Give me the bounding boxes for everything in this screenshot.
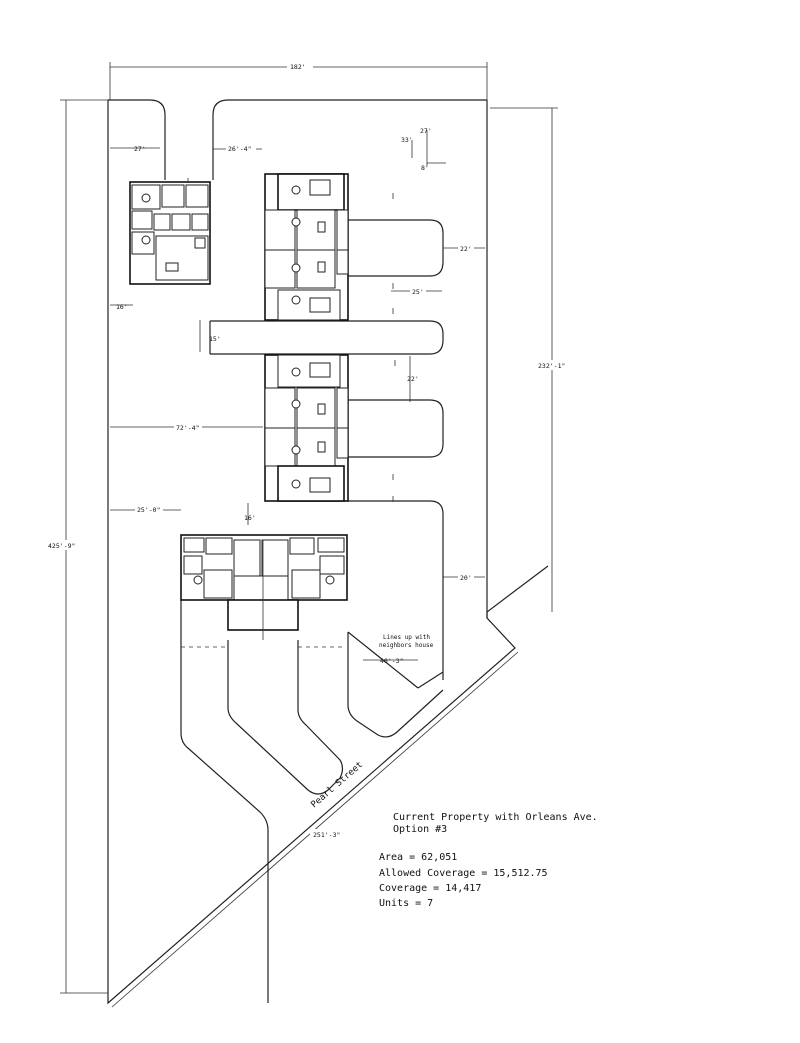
dim-25: 25' — [412, 288, 424, 296]
dim-72-4: 72'-4" — [176, 424, 199, 432]
driveway-outlines — [108, 99, 549, 1003]
dim-20: 20' — [460, 574, 472, 582]
dim-15: 15' — [209, 335, 221, 343]
dim-33: 33' — [401, 136, 413, 144]
area-stat: Area = 62,051 — [379, 852, 458, 863]
lower-duplex-building — [180, 534, 348, 640]
dim-27: 27' — [134, 145, 146, 153]
dim-front-width: 251'-3" — [313, 831, 340, 839]
dim-16b: 16' — [244, 514, 256, 522]
dim-22a: 22' — [460, 245, 472, 253]
dim-25-0: 25'-0" — [137, 506, 160, 514]
allowed-coverage-stat: Allowed Coverage = 15,512.75 — [379, 868, 548, 879]
dim-top-width: 182' — [290, 63, 306, 71]
coverage-stat: Coverage = 14,417 — [379, 883, 482, 894]
townhouse-block-upper — [264, 173, 349, 321]
dim-40-3: 40'-3" — [380, 657, 403, 665]
drive-tick-marks — [187, 178, 396, 502]
note-line-1: Lines up with — [383, 634, 430, 641]
townhouse-block-lower — [264, 354, 349, 502]
neighbor-note: Lines up with neighbors house — [379, 634, 434, 649]
dim-right-depth: 232'-1" — [538, 362, 565, 370]
dim-27b: 27' — [420, 127, 432, 135]
dim-8: 8' — [421, 164, 429, 172]
units-stat: Units = 7 — [379, 898, 434, 909]
note-line-2: neighbors house — [379, 642, 434, 649]
title-line-2: Option #3 — [393, 824, 448, 835]
dim-16: 16' — [116, 303, 128, 311]
dim-left-depth: 425'-9" — [48, 542, 75, 550]
property-boundary — [107, 100, 516, 1005]
unit-a-building — [129, 181, 211, 285]
dimension-labels: 182' 425'-9" 232'-1" 251'-3" 27' 26'-4" … — [44, 61, 573, 839]
dim-22b: 22' — [407, 375, 419, 383]
dim-26-4: 26'-4" — [228, 145, 251, 153]
title-line-1: Current Property with Orleans Ave. — [393, 812, 598, 823]
